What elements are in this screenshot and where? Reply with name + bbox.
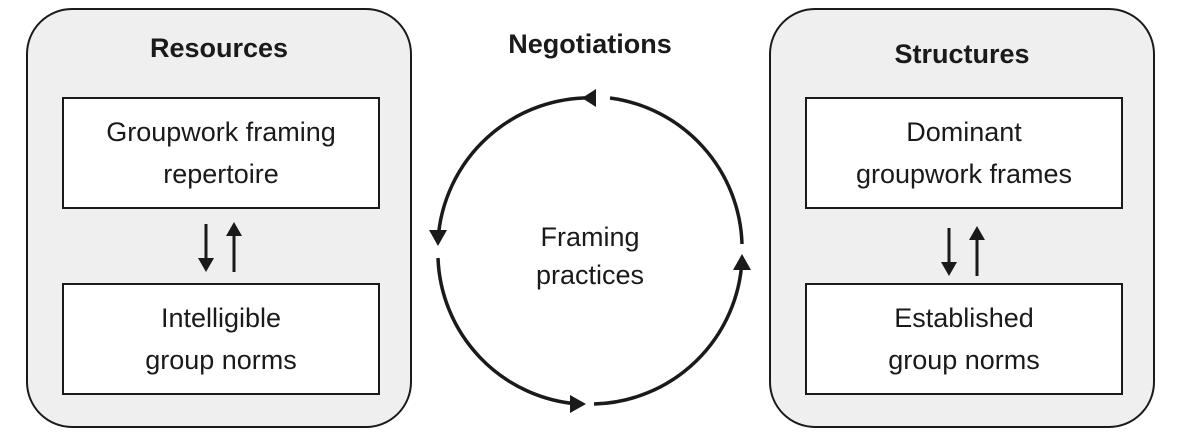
framing-practices-label: Framing practices bbox=[470, 218, 710, 294]
intelligible-norms-line-2: group norms bbox=[145, 345, 297, 375]
dominant-frames-box: Dominant groupwork frames bbox=[805, 97, 1123, 209]
framing-practices-line-1: Framing bbox=[540, 222, 640, 252]
framing-repertoire-line-1: Groupwork framing bbox=[106, 117, 336, 147]
established-norms-box: Established group norms bbox=[805, 283, 1123, 395]
dominant-frames-line-2: groupwork frames bbox=[855, 159, 1073, 189]
established-norms-line-2: group norms bbox=[888, 345, 1040, 375]
up-down-arrows-icon bbox=[198, 222, 242, 272]
structures-title: Structures bbox=[894, 39, 1030, 69]
framing-practices-line-2: practices bbox=[535, 260, 645, 290]
established-norms-line-1: Established bbox=[894, 303, 1034, 333]
intelligible-norms-box: Intelligible group norms bbox=[62, 283, 380, 395]
circular-arrows-icon bbox=[429, 89, 751, 413]
structures-panel: Structures Dominant groupwork frames Est… bbox=[769, 8, 1155, 428]
resources-title: Resources bbox=[149, 33, 289, 63]
intelligible-norms-line-1: Intelligible bbox=[160, 303, 282, 333]
resources-panel: Resources Groupwork framing repertoire I… bbox=[26, 8, 412, 428]
negotiations-title: Negotiations bbox=[508, 29, 672, 59]
up-down-arrows-icon bbox=[941, 226, 985, 276]
framing-repertoire-line-2: repertoire bbox=[163, 159, 279, 189]
framing-repertoire-box: Groupwork framing repertoire bbox=[62, 97, 380, 209]
dominant-frames-line-1: Dominant bbox=[906, 117, 1022, 147]
